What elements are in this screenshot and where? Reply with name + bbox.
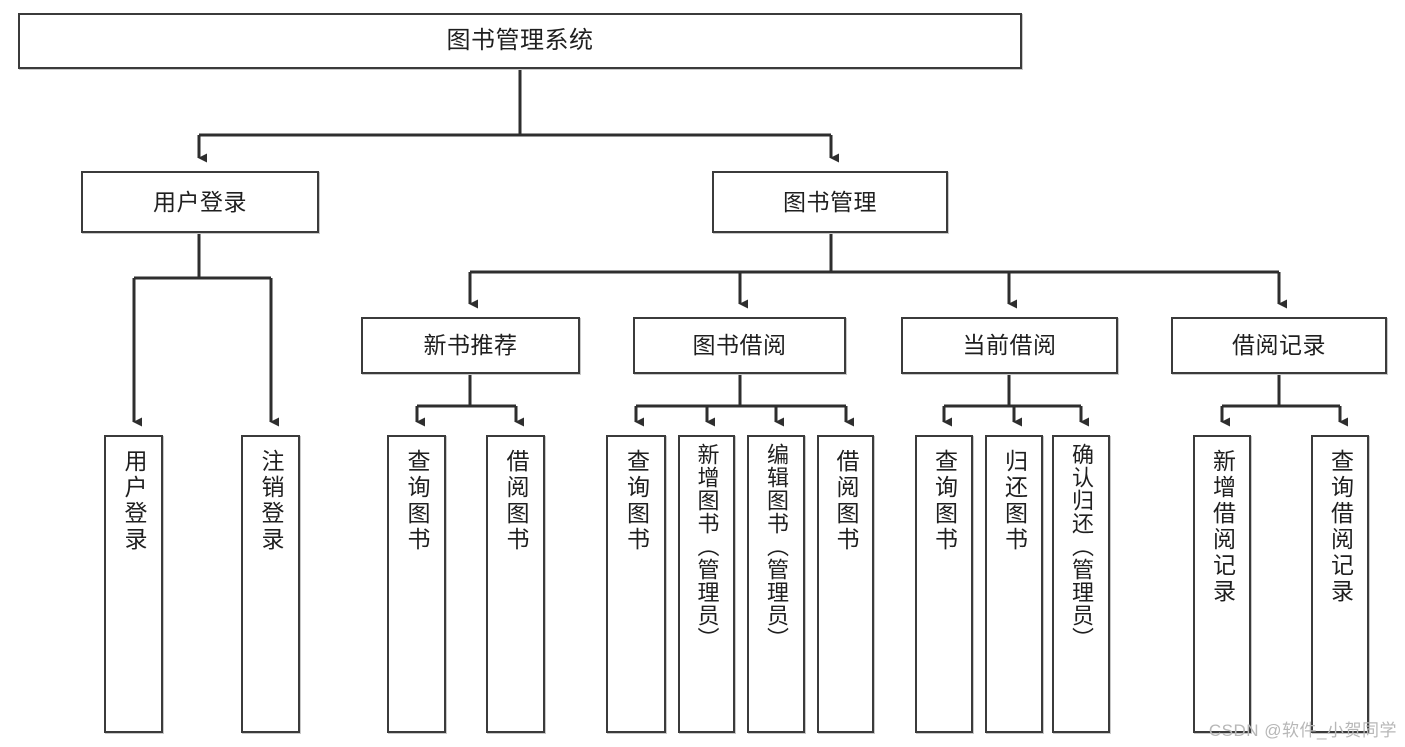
node-current-borrow-label: 当前借阅 [962,332,1057,359]
node-leaf-user-login-label: 用户登录 [121,449,147,553]
node-new-book-rec[interactable]: 新书推荐 [361,317,580,374]
node-leaf-borrow-edit-book-label: 编辑图书（管理员） [764,443,789,650]
watermark-text: CSDN @软件_小贺同学 [1208,721,1397,740]
node-leaf-current-query-book[interactable]: 查询图书 [915,435,973,733]
node-user-login-label: 用户登录 [153,188,247,215]
node-leaf-current-confirm-return[interactable]: 确认归还（管理员） [1052,435,1110,733]
node-new-book-rec-label: 新书推荐 [423,332,518,359]
node-book-manage[interactable]: 图书管理 [712,171,948,233]
node-leaf-borrow-add-book-label: 新增图书（管理员） [694,443,720,650]
node-leaf-current-return-book[interactable]: 归还图书 [985,435,1043,733]
node-leaf-rec-query-book-label: 查询图书 [404,449,430,553]
node-leaf-rec-query-book[interactable]: 查询图书 [387,435,446,733]
node-root[interactable]: 图书管理系统 [18,13,1022,69]
node-leaf-user-logout-label: 注销登录 [258,449,284,553]
node-current-borrow[interactable]: 当前借阅 [901,317,1118,374]
node-borrow-record-label: 借阅记录 [1232,332,1326,359]
node-leaf-current-confirm-return-label: 确认归还（管理员） [1069,443,1094,650]
node-leaf-user-logout[interactable]: 注销登录 [241,435,300,733]
node-borrow-record[interactable]: 借阅记录 [1171,317,1387,374]
node-leaf-record-add[interactable]: 新增借阅记录 [1193,435,1251,733]
node-book-manage-label: 图书管理 [783,188,877,215]
node-leaf-rec-borrow-book-label: 借阅图书 [503,449,529,553]
node-book-borrow-label: 图书借阅 [692,332,787,359]
node-leaf-record-query[interactable]: 查询借阅记录 [1311,435,1369,733]
node-leaf-user-login[interactable]: 用户登录 [104,435,163,733]
node-leaf-borrow-edit-book[interactable]: 编辑图书（管理员） [747,435,805,733]
node-leaf-borrow-add-book[interactable]: 新增图书（管理员） [678,435,735,733]
node-leaf-record-add-label: 新增借阅记录 [1209,449,1236,605]
node-root-label: 图书管理系统 [446,27,594,55]
node-leaf-record-query-label: 查询借阅记录 [1327,449,1354,605]
node-leaf-borrow-borrow-book-label: 借阅图书 [833,449,859,553]
node-leaf-current-query-book-label: 查询图书 [931,449,958,553]
node-user-login[interactable]: 用户登录 [81,171,319,233]
node-leaf-borrow-borrow-book[interactable]: 借阅图书 [817,435,874,733]
node-book-borrow[interactable]: 图书借阅 [633,317,846,374]
node-leaf-borrow-query-book[interactable]: 查询图书 [606,435,666,733]
node-leaf-current-return-book-label: 归还图书 [1001,449,1028,553]
node-leaf-borrow-query-book-label: 查询图书 [623,449,650,553]
node-leaf-rec-borrow-book[interactable]: 借阅图书 [486,435,545,733]
